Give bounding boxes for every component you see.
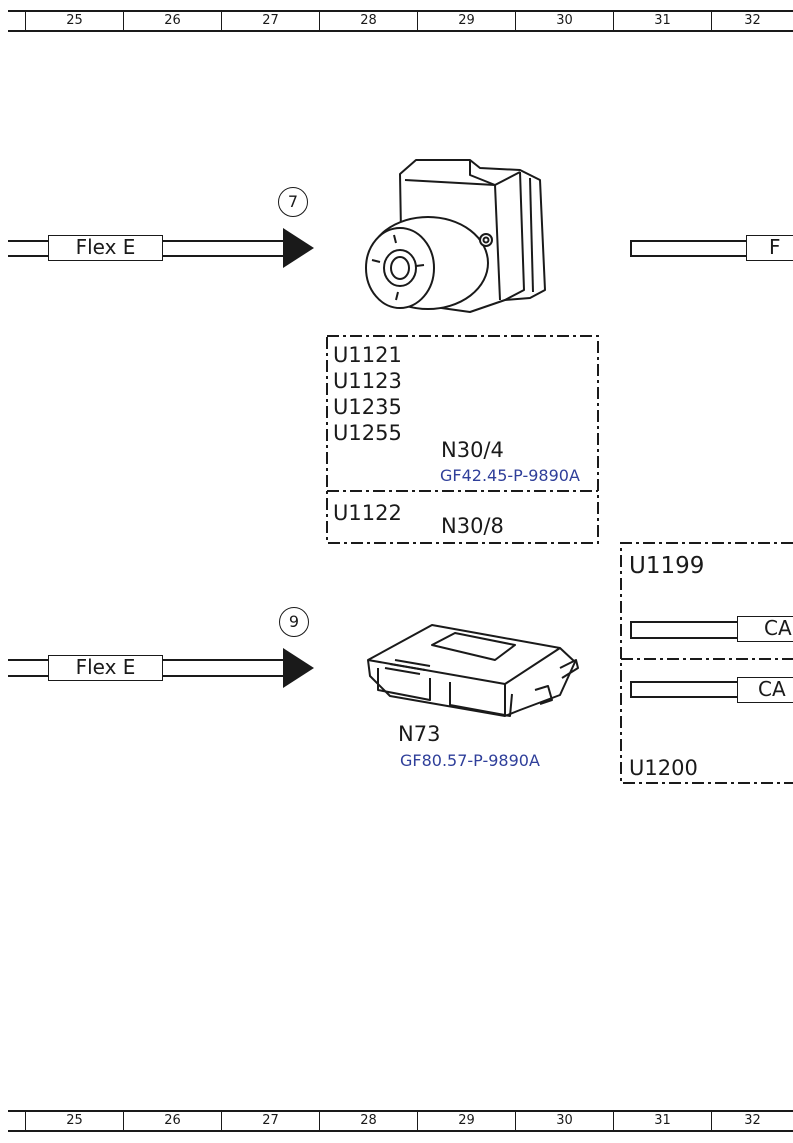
abs-fault-code: U1123: [333, 369, 402, 393]
wire-line: [630, 681, 737, 698]
ruler-top-border: [8, 10, 793, 12]
can-bus-tag[interactable]: CA: [737, 677, 793, 703]
ruler-cell: 29: [417, 12, 515, 30]
arrow-head-icon: [283, 648, 314, 688]
ruler-cell: 25: [25, 12, 123, 30]
ruler-cell: 26: [123, 1112, 221, 1130]
component-label: N73: [398, 722, 441, 746]
ruler-bottom-border: [8, 30, 793, 32]
document-reference-link[interactable]: GF80.57-P-9890A: [400, 751, 540, 770]
control-unit-icon: [367, 624, 579, 717]
ruler-cell: 26: [123, 12, 221, 30]
ruler-top-border: [8, 1110, 793, 1112]
abs-fault-code: U1255: [333, 421, 402, 445]
ruler-cell: 29: [417, 1112, 515, 1130]
ruler-bottom-border: [8, 1130, 793, 1132]
ruler-cell: 32: [711, 1112, 793, 1130]
abs-module-frame: [326, 335, 599, 544]
abs-unit-icon: [365, 159, 546, 313]
column-ruler-bottom: 25 26 27 28 29 30 31 32: [0, 1110, 793, 1132]
ruler-cell: 30: [515, 12, 613, 30]
abs-fault-code: U1121: [333, 343, 402, 367]
ruler-cell: 30: [515, 1112, 613, 1130]
ruler-cell: 27: [221, 12, 319, 30]
ruler-cell: 28: [319, 1112, 417, 1130]
ruler-cell: 28: [319, 12, 417, 30]
connection-number-badge: 7: [278, 187, 308, 217]
ruler-cell: 27: [221, 1112, 319, 1130]
wire-line: [630, 240, 793, 257]
right-group-code: U1199: [629, 553, 705, 579]
flex-e-tag[interactable]: Flex E: [48, 655, 163, 681]
abs-fault-code: U1235: [333, 395, 402, 419]
ruler-cell: 32: [711, 12, 793, 30]
right-group-code: U1200: [629, 756, 698, 780]
right-connector-tag[interactable]: F: [746, 235, 793, 261]
document-reference-link[interactable]: GF42.45-P-9890A: [440, 466, 580, 485]
can-bus-tag[interactable]: CA: [737, 616, 793, 642]
flex-e-tag[interactable]: Flex E: [48, 235, 163, 261]
right-group-frame: [620, 542, 793, 784]
component-label: N30/8: [441, 514, 504, 538]
ruler-cell: 31: [613, 1112, 711, 1130]
connection-number-badge: 9: [279, 607, 309, 637]
component-label: N30/4: [441, 438, 504, 462]
wire-line: [630, 621, 737, 639]
ruler-cell: 25: [25, 1112, 123, 1130]
arrow-head-icon: [283, 228, 314, 268]
column-ruler-top: 25 26 27 28 29 30 31 32: [0, 10, 793, 32]
ruler-cell: 31: [613, 12, 711, 30]
abs-fault-code: U1122: [333, 501, 402, 525]
